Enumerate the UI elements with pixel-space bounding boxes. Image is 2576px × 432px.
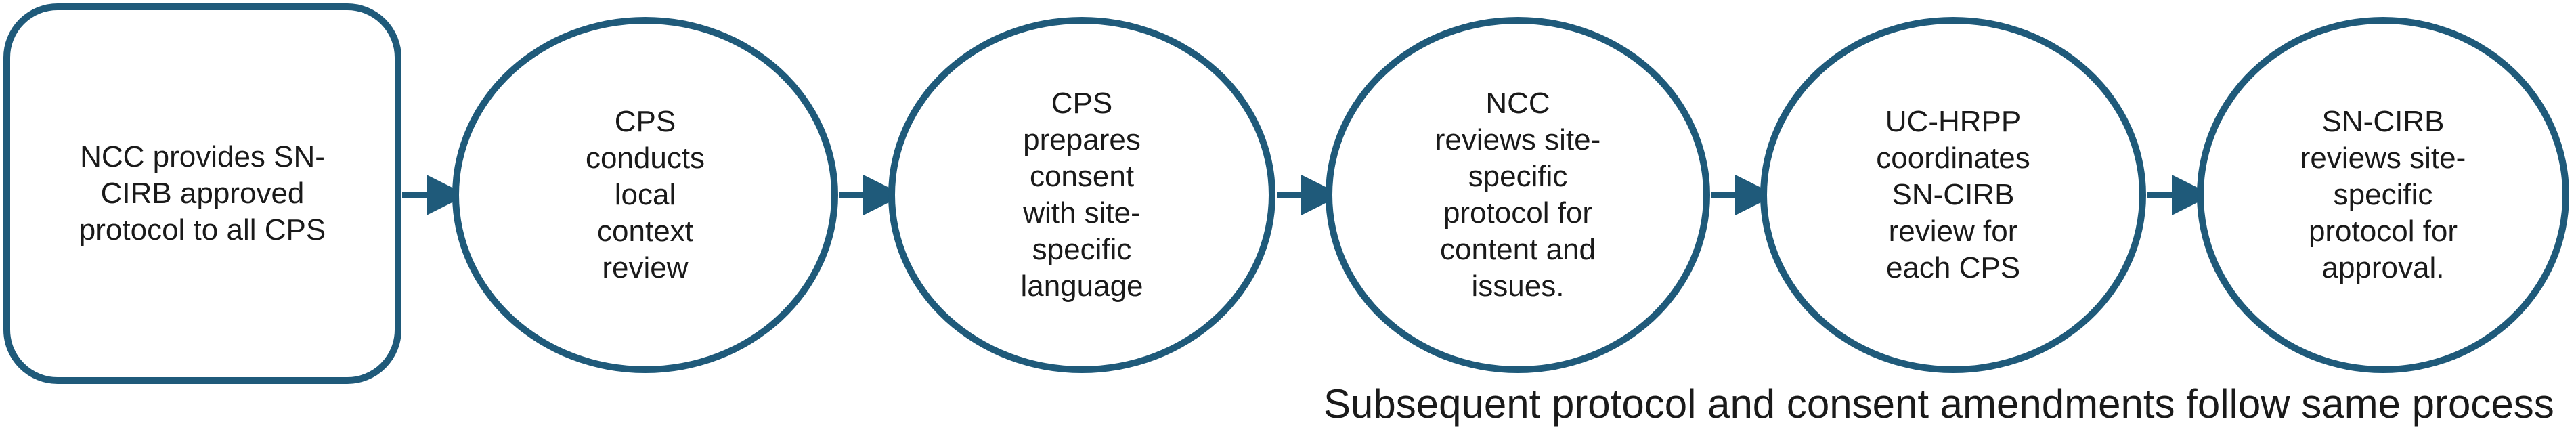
step-2-circle: CPS conducts local context review bbox=[452, 17, 838, 373]
step-1-label: NCC provides SN- CIRB approved protocol … bbox=[79, 140, 326, 246]
step-4-circle: NCC reviews site- specific protocol for … bbox=[1326, 17, 1710, 373]
step-6-circle: SN-CIRB reviews site- specific protocol … bbox=[2197, 17, 2569, 373]
step-5-label: UC-HRPP coordinates SN-CIRB review for e… bbox=[1876, 105, 2030, 284]
footer-note: Subsequent protocol and consent amendmen… bbox=[1324, 381, 2554, 427]
step-4-label: NCC reviews site- specific protocol for … bbox=[1435, 87, 1601, 303]
step-3-label: CPS prepares consent with site- specific… bbox=[1020, 87, 1143, 303]
step-1-box: NCC provides SN- CIRB approved protocol … bbox=[3, 3, 401, 384]
step-6-label: SN-CIRB reviews site- specific protocol … bbox=[2300, 105, 2466, 284]
step-5-circle: UC-HRPP coordinates SN-CIRB review for e… bbox=[1760, 17, 2146, 373]
step-2-label: CPS conducts local context review bbox=[585, 105, 705, 284]
step-3-circle: CPS prepares consent with site- specific… bbox=[888, 17, 1275, 373]
